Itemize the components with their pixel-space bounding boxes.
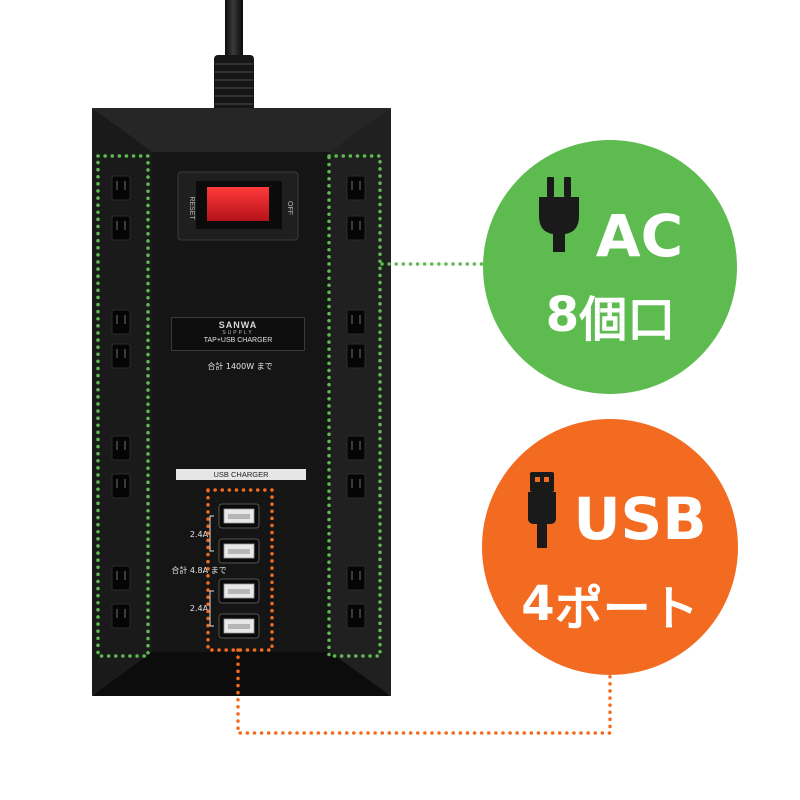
ac-badge-unit: 個口 <box>579 292 676 348</box>
usb-bracket-marks <box>209 515 214 627</box>
usb-highlight-outline <box>206 488 612 735</box>
usb-charger-strip: USB CHARGER <box>176 469 306 480</box>
brand-sub: SUPPLY <box>222 330 254 336</box>
switch-left-label: RESET <box>188 196 195 220</box>
model-name: TAP+USB CHARGER <box>203 337 273 344</box>
usb-group-top-label: 2.4A <box>190 530 209 539</box>
brand-label-panel: SANWA SUPPLY TAP+USB CHARGER <box>171 317 305 351</box>
brand-name: SANWA <box>218 320 258 330</box>
power-strip-body <box>92 108 391 696</box>
ac-badge-title: AC <box>595 202 684 270</box>
power-switch: RESET OFF <box>177 171 299 241</box>
usb-badge: USB 4 ポート <box>482 419 738 675</box>
usb-badge-title: USB <box>573 485 707 553</box>
switch-right-label: OFF <box>286 201 293 215</box>
total-power-label: 合計 1400W まで <box>207 361 272 371</box>
usb-connector-icon <box>528 472 556 548</box>
usb-group-bottom-label: 2.4A <box>190 604 209 613</box>
usb-badge-count: 4 <box>521 576 555 632</box>
ac-badge: AC 8 個口 <box>483 140 738 395</box>
ac-plug-icon <box>539 177 579 252</box>
ac-highlight-outline <box>96 154 485 658</box>
power-cord <box>214 0 254 115</box>
ac-badge-count: 8 <box>545 287 580 343</box>
usb-badge-unit: ポート <box>554 581 699 637</box>
usb-total-label: 合計 4.8A まで <box>171 565 226 575</box>
